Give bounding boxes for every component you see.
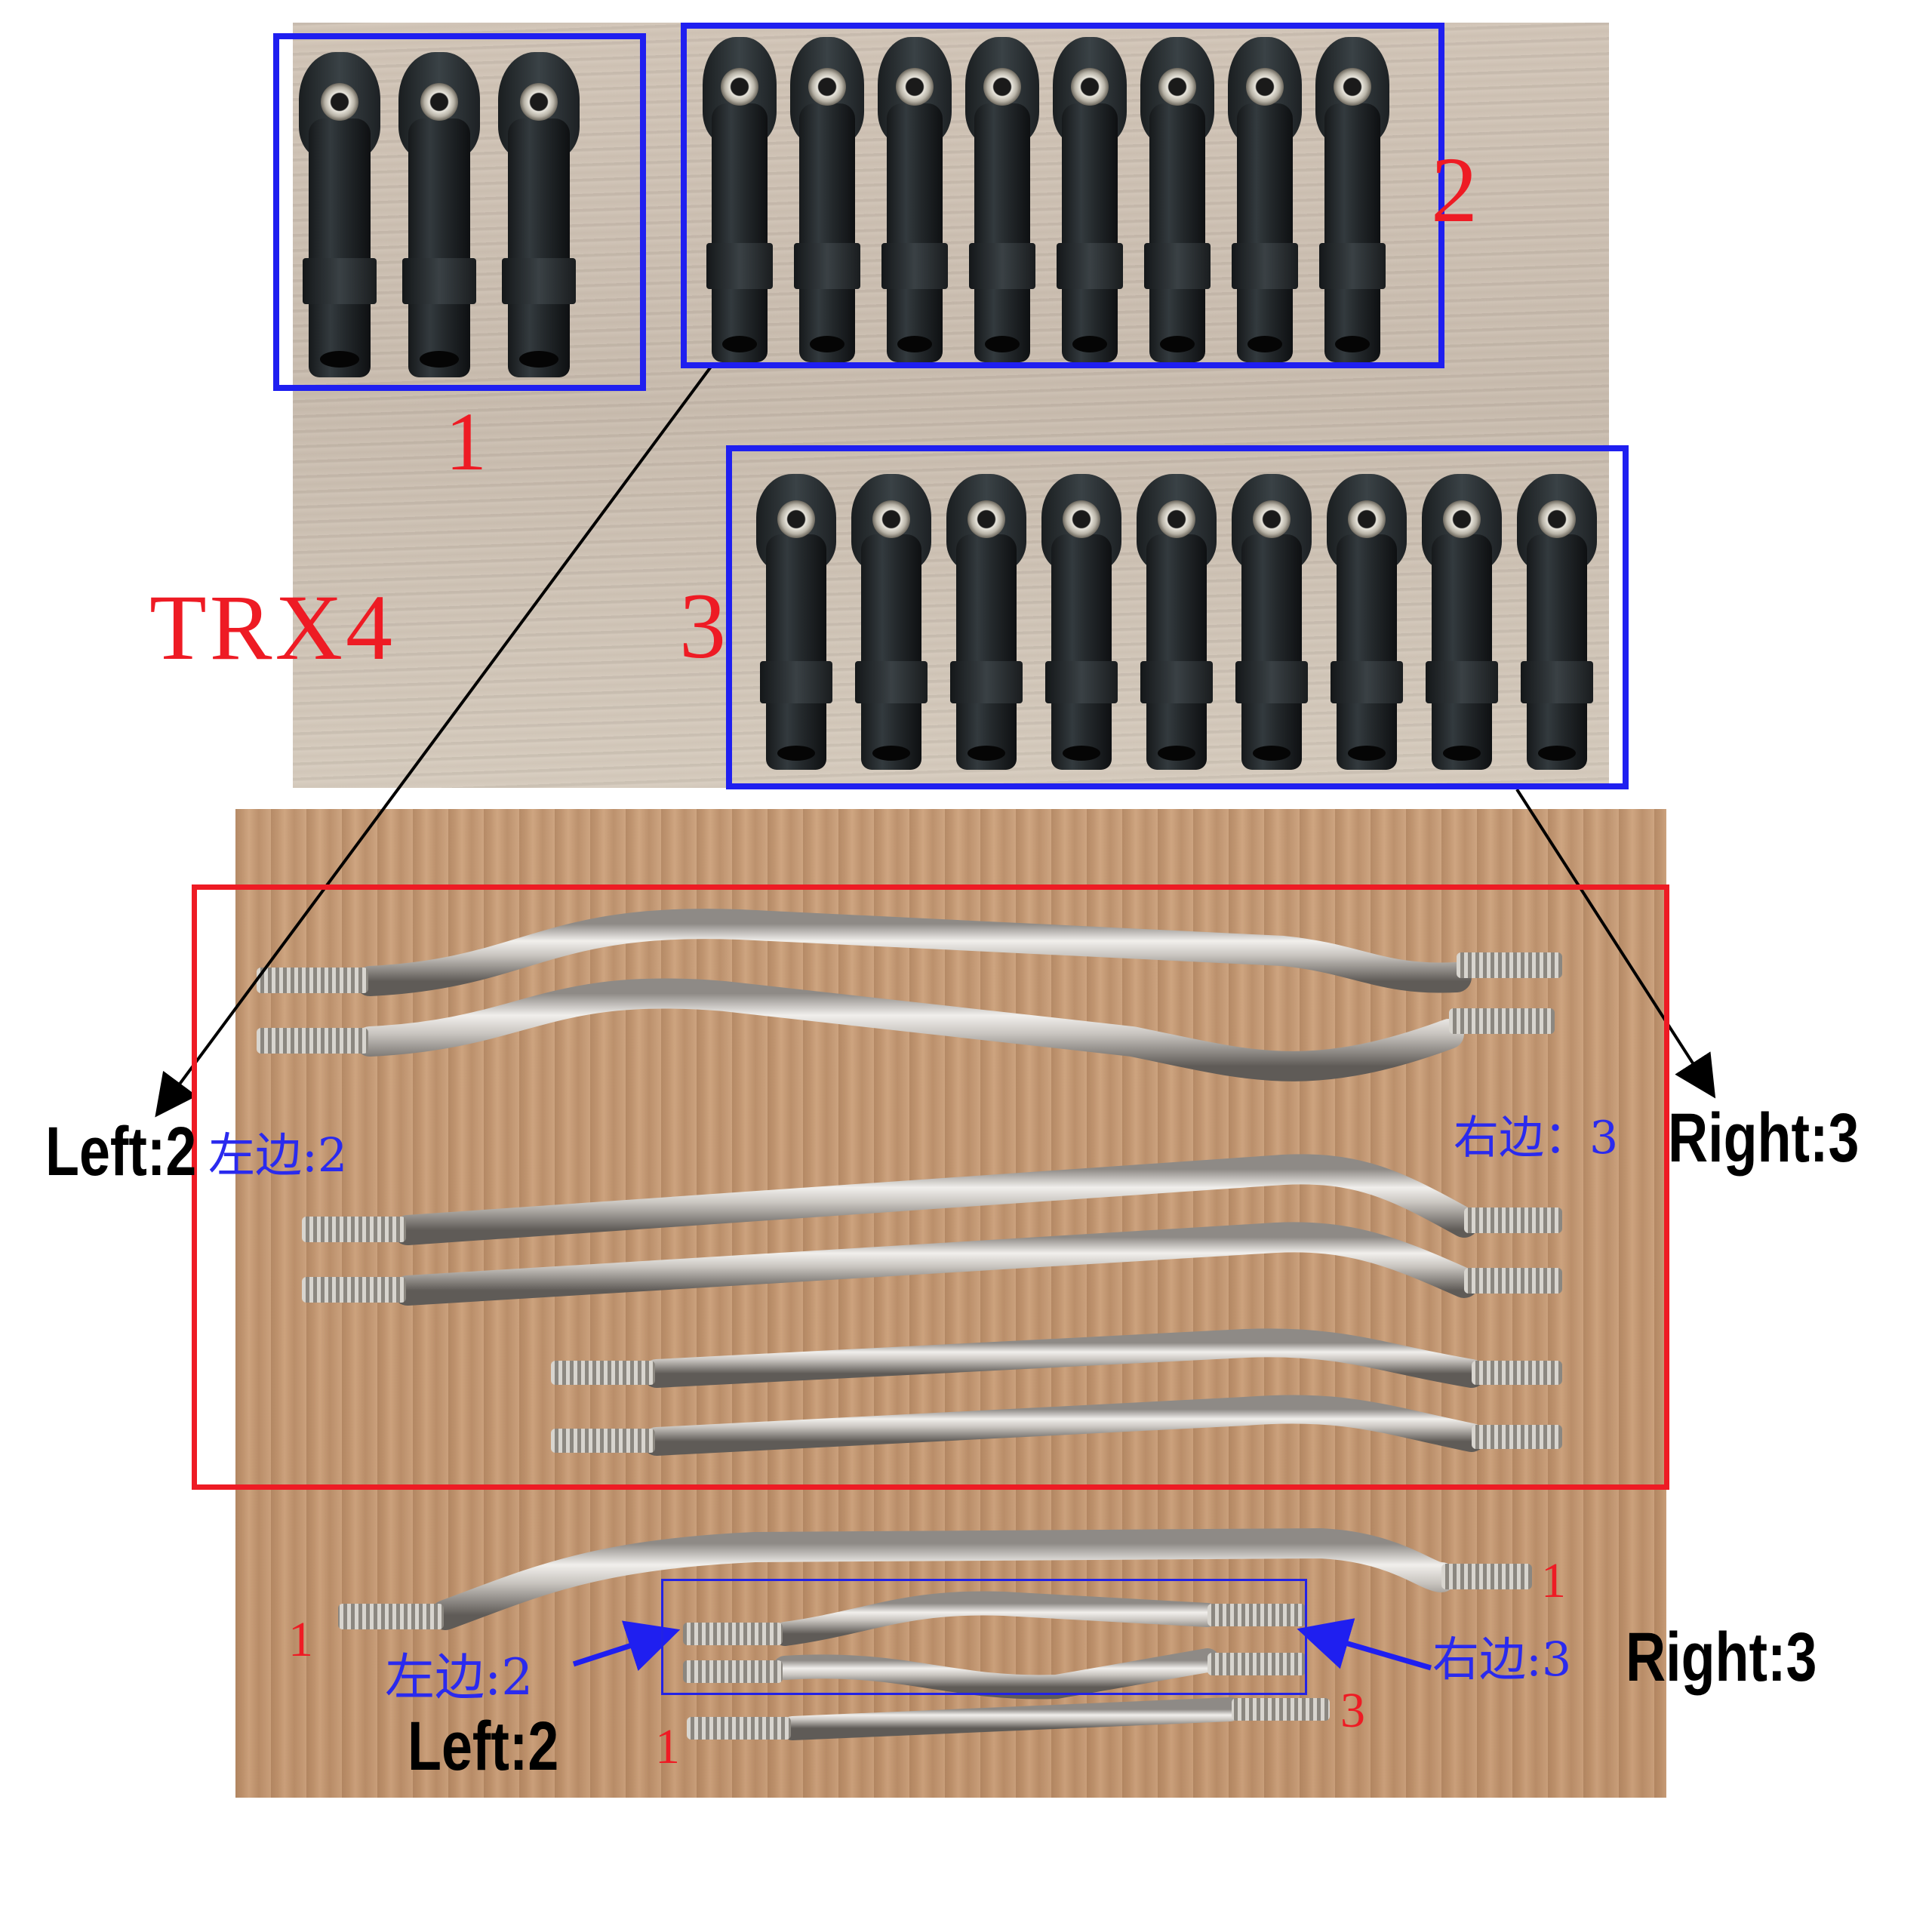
steel-link — [683, 1591, 1306, 1646]
steel-link — [257, 909, 1562, 996]
rod-end — [1134, 30, 1221, 362]
steel-link — [683, 1648, 1306, 1700]
rod-end — [1129, 468, 1224, 770]
rod-end — [958, 30, 1046, 362]
steel-link — [551, 1395, 1562, 1456]
steel-link-short — [687, 1697, 1330, 1740]
rods-box — [192, 884, 1669, 1490]
rod-end — [1309, 30, 1396, 362]
rod-end — [749, 468, 844, 770]
arrow-left-small — [572, 1620, 681, 1672]
right-label-en: Right:3 — [1668, 1100, 1860, 1177]
short-link-left-number: 1 — [655, 1719, 680, 1774]
group-3-number: 3 — [679, 574, 726, 678]
long-link-right-number: 1 — [1541, 1553, 1566, 1608]
short-link-right-number: 3 — [1340, 1683, 1365, 1738]
rod-end-row-group-1 — [291, 45, 623, 377]
rod-end — [391, 45, 488, 377]
left-label-en: Left:2 — [45, 1113, 197, 1190]
left-label-cn: 左边:2 — [208, 1128, 348, 1183]
leader-line-right — [1515, 788, 1716, 1099]
small-links-box — [661, 1579, 1307, 1695]
rod-end — [1046, 30, 1134, 362]
steel-link — [302, 1222, 1562, 1306]
bottom-right-label-en: Right:3 — [1626, 1619, 1817, 1696]
title-label: TRX4 — [149, 576, 395, 679]
rod-end — [844, 468, 939, 770]
group-1-number: 1 — [445, 395, 487, 488]
rod-end — [871, 30, 958, 362]
group-2-number: 2 — [1431, 138, 1478, 242]
rod-end — [939, 468, 1034, 770]
right-label-cn: 右边：3 — [1454, 1112, 1619, 1164]
group-2-box — [681, 23, 1444, 368]
rod-end — [1509, 468, 1604, 770]
rod-end — [491, 45, 587, 377]
steel-link — [302, 1154, 1562, 1245]
bottom-left-label-cn: 左边:2 — [385, 1648, 534, 1706]
leader-line-left — [155, 365, 712, 1118]
steel-link — [257, 978, 1555, 1081]
rod-end-row-group-2 — [696, 30, 1420, 362]
group-3-box — [726, 445, 1629, 789]
rod-end — [783, 30, 871, 362]
steel-link-1 — [338, 1527, 1532, 1630]
rod-end — [291, 45, 388, 377]
rod-end — [696, 30, 783, 362]
arrow-right-small — [1297, 1618, 1432, 1671]
long-link-left-number: 1 — [288, 1612, 313, 1667]
rod-end — [1034, 468, 1129, 770]
bottom-right-label-cn: 右边:3 — [1432, 1632, 1572, 1687]
steel-link — [551, 1328, 1562, 1388]
rod-end — [1414, 468, 1509, 770]
rod-end — [1221, 30, 1309, 362]
rod-end-row-group-3 — [749, 468, 1617, 770]
group-1-box — [273, 33, 646, 391]
rod-end — [1224, 468, 1319, 770]
rod-end — [1319, 468, 1414, 770]
bottom-left-label-en: Left:2 — [408, 1708, 559, 1785]
